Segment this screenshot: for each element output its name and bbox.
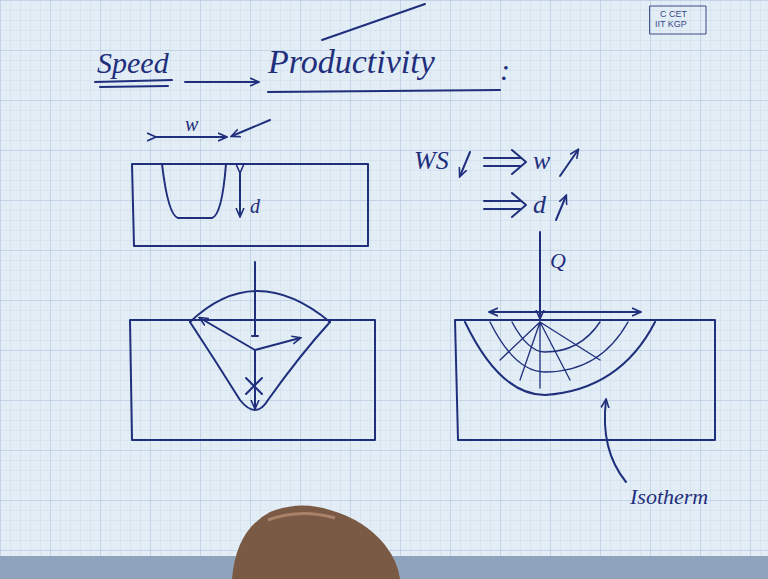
dimension-label: d — [250, 196, 260, 216]
dimension-label: w — [185, 114, 198, 134]
presenter-hand — [268, 513, 335, 520]
punctuation: : — [500, 55, 510, 85]
plate — [130, 320, 375, 440]
heading-word: Speed — [97, 48, 169, 78]
isotherm-curve — [490, 322, 628, 372]
variable-label: WS — [414, 148, 449, 174]
increase-arrow — [560, 150, 578, 176]
heat-flow-lines — [500, 322, 600, 388]
leader-arrow — [232, 120, 270, 136]
callout-label: Isotherm — [630, 486, 708, 508]
arrow — [185, 81, 258, 83]
heat-flow-arrow — [255, 338, 300, 350]
leader-arrow — [605, 400, 626, 482]
underline — [268, 90, 500, 92]
isotherm-curve — [512, 322, 600, 352]
fusion-zone — [190, 322, 330, 410]
heat-flow-arrow — [200, 318, 255, 350]
check-mark — [322, 4, 425, 40]
weld-bead — [190, 291, 330, 322]
stamp-text: C CET — [660, 10, 687, 19]
cross-mark — [246, 378, 262, 394]
plate — [455, 320, 715, 440]
isotherm-curve — [465, 322, 655, 395]
stamp-text: IIT KGP — [655, 20, 687, 29]
heat-flow-arrow — [254, 350, 256, 408]
depth-dimension — [239, 172, 241, 216]
heat-flow-arrow — [490, 311, 540, 313]
presenter-hand — [232, 505, 400, 579]
variable-label: w — [533, 148, 550, 174]
ink-drawing — [95, 4, 715, 482]
variable-label: d — [533, 192, 546, 218]
increase-arrow — [556, 196, 566, 220]
implies-arrow — [484, 193, 526, 217]
heat-input-label: Q — [550, 250, 566, 272]
width-dimension — [155, 136, 226, 138]
centre-line — [252, 262, 258, 336]
heat-input-arrow — [539, 232, 541, 318]
underline — [95, 80, 172, 87]
heading-word: Productivity — [268, 45, 435, 79]
plate — [132, 164, 368, 246]
decrease-arrow — [460, 152, 470, 176]
weld-groove — [162, 164, 226, 218]
heat-flow-arrow — [540, 311, 640, 313]
implies-arrow — [484, 150, 526, 174]
stamp-box — [650, 6, 706, 34]
